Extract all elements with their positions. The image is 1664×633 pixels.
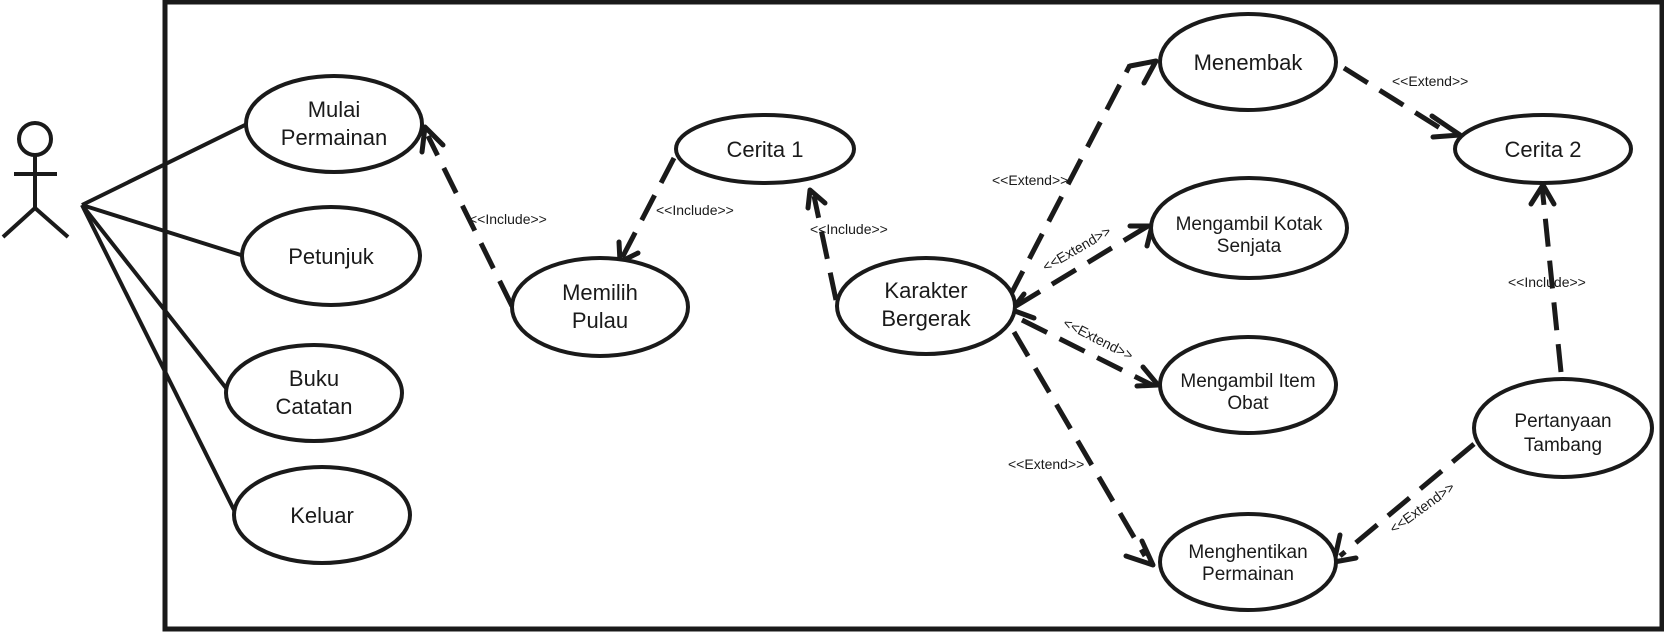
label-extend-menghentikan: <<Extend>> (1008, 456, 1084, 472)
arrowhead-mulai (419, 124, 446, 155)
relation-lines (425, 63, 1564, 558)
use-case-label: Keluar (290, 503, 354, 528)
use-case-label: Petunjuk (288, 244, 375, 269)
svg-text:Menembak: Menembak (1194, 50, 1304, 75)
svg-text:Keluar: Keluar (290, 503, 354, 528)
system-boundary (162, 0, 1664, 632)
use-case-label: Buku (289, 366, 339, 391)
use-case-menembak: Menembak (1158, 12, 1338, 112)
association-mulai-permainan (81, 122, 248, 207)
use-case-label: Pulau (572, 308, 628, 333)
extend-karakter-to-menghentikan (1011, 330, 1148, 558)
actor-associations (80, 122, 248, 511)
label-include-mulai: <<Include>> (469, 211, 547, 227)
association-keluar (80, 204, 236, 511)
extend-menembak-to-cerita2 (1342, 65, 1450, 136)
use-case-cerita-2: Cerita 2 (1453, 113, 1633, 185)
include-cerita1-to-memilih (619, 156, 677, 260)
use-case-label: Mengambil Item (1180, 371, 1315, 392)
svg-text:Petunjuk: Petunjuk (288, 244, 375, 269)
use-case-label: Menembak (1194, 50, 1304, 75)
use-case-label: Permainan (281, 125, 387, 150)
svg-text:Cerita 2: Cerita 2 (1504, 137, 1581, 162)
use-case-label: Mulai (308, 97, 361, 122)
arrowhead-menembak (1127, 58, 1159, 86)
extend-karakter-to-kotak (1014, 223, 1150, 309)
include-pertanyaan-to-cerita2 (1539, 185, 1564, 373)
extend-pertanyaan-to-menghentikan (1338, 442, 1476, 558)
use-case-label: Memilih (562, 280, 638, 305)
use-case-label: Cerita 2 (1504, 137, 1581, 162)
use-case-label: Karakter (884, 278, 967, 303)
use-case-label: Catatan (275, 394, 352, 419)
arrowhead-cerita1 (805, 187, 828, 211)
use-case-keluar: Keluar (232, 465, 412, 565)
include-memilih-to-mulai (425, 134, 515, 308)
use-case-label: Senjata (1217, 236, 1282, 257)
use-case-label: Bergerak (881, 306, 971, 331)
use-case-label: Pertanyaan (1514, 411, 1611, 432)
label-extend-kotak: <<Extend>> (1040, 223, 1114, 275)
use-case-cerita-1: Cerita 1 (674, 113, 856, 185)
include-karakter-to-cerita1 (811, 195, 839, 301)
label-include-cerita1: <<Include>> (656, 202, 734, 218)
association-petunjuk (81, 203, 245, 258)
label-extend-menembak: <<Extend>> (992, 172, 1068, 188)
use-case-label: Tambang (1524, 435, 1602, 456)
use-case-label: Obat (1227, 393, 1269, 414)
label-include-karakter: <<Include>> (810, 221, 888, 237)
extend-karakter-to-obat (1020, 317, 1154, 388)
use-case-label: Mengambil Kotak (1176, 214, 1323, 235)
association-buku-catatan (80, 203, 228, 390)
use-case-petunjuk: Petunjuk (240, 205, 422, 307)
extend-karakter-to-menembak (1007, 63, 1133, 298)
svg-text:Cerita 1: Cerita 1 (726, 137, 803, 162)
use-case-label: Cerita 1 (726, 137, 803, 162)
use-case-label: Menghentikan (1188, 542, 1307, 563)
actor-figure (1, 121, 70, 239)
label-include-pertanyaan: <<Include>> (1508, 274, 1586, 290)
arrowhead-menghentikan (1123, 538, 1156, 568)
label-extend-cerita2: <<Extend>> (1392, 73, 1468, 89)
use-case-label: Permainan (1202, 564, 1294, 585)
